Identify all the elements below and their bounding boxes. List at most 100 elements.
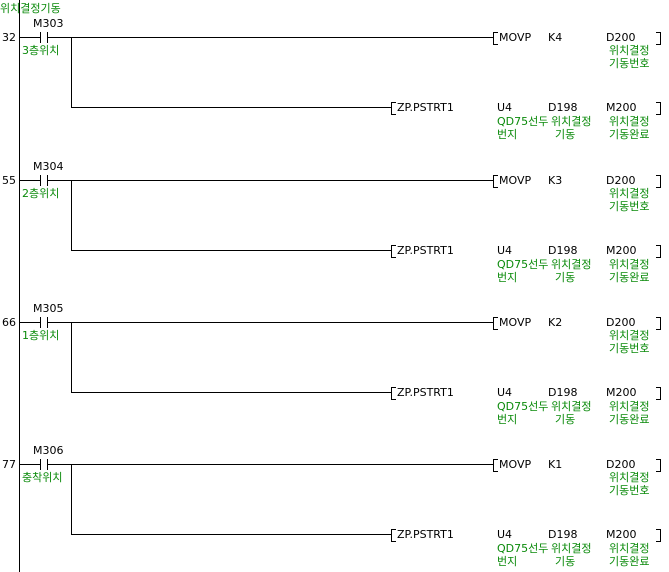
instruction-arg[interactable]: U4 xyxy=(497,386,513,399)
instruction-op[interactable]: ZP.PSTRT1 xyxy=(397,244,454,257)
instruction-arg[interactable]: M200 xyxy=(606,101,637,114)
step-number: 55 xyxy=(2,174,16,187)
no-contact-icon[interactable] xyxy=(40,317,48,328)
device-comment: 기동완료 xyxy=(609,128,650,141)
instruction-op[interactable]: MOVP xyxy=(499,316,532,329)
left-bracket-icon xyxy=(493,175,498,188)
wire xyxy=(71,392,391,393)
device-comment: 기동번호 xyxy=(609,57,650,70)
right-bracket-icon xyxy=(656,32,661,45)
device-comment: 위치결정 xyxy=(609,329,650,342)
instruction-arg[interactable]: U4 xyxy=(497,244,513,257)
branch-wire xyxy=(71,464,72,534)
instruction-src[interactable]: K1 xyxy=(548,458,563,471)
contact-comment: 2층위치 xyxy=(22,187,60,200)
right-bracket-icon xyxy=(656,245,661,258)
step-number: 77 xyxy=(2,458,16,471)
instruction-op[interactable]: MOVP xyxy=(499,31,532,44)
device-comment: 기동 xyxy=(555,555,576,568)
wire xyxy=(19,322,40,323)
instruction-arg[interactable]: D198 xyxy=(548,101,578,114)
contact-device[interactable]: M303 xyxy=(33,17,64,30)
right-bracket-icon xyxy=(656,529,661,542)
device-comment: 위치결정 xyxy=(551,400,592,413)
instruction-arg[interactable]: U4 xyxy=(497,528,513,541)
contact-comment: 1층위치 xyxy=(22,329,60,342)
device-comment: 번지 xyxy=(497,271,518,284)
left-bracket-icon xyxy=(493,317,498,330)
instruction-arg[interactable]: D198 xyxy=(548,244,578,257)
left-bracket-icon xyxy=(391,102,396,115)
device-comment: 위치결정 xyxy=(551,115,592,128)
right-bracket-icon xyxy=(656,387,661,400)
instruction-dst[interactable]: D200 xyxy=(606,31,636,44)
device-comment: 기동번호 xyxy=(609,200,650,213)
left-bracket-icon xyxy=(493,32,498,45)
device-comment: QD75선두 xyxy=(497,258,549,271)
contact-comment: 3층위치 xyxy=(22,44,60,57)
wire xyxy=(19,464,40,465)
device-comment: 기동완료 xyxy=(609,555,650,568)
instruction-op[interactable]: ZP.PSTRT1 xyxy=(397,528,454,541)
contact-device[interactable]: M306 xyxy=(33,444,64,457)
left-power-rail xyxy=(19,0,20,572)
device-comment: 위치결정 xyxy=(609,542,650,555)
device-comment: 기동완료 xyxy=(609,271,650,284)
instruction-arg[interactable]: U4 xyxy=(497,101,513,114)
device-comment: 위치결정 xyxy=(551,258,592,271)
contact-device[interactable]: M305 xyxy=(33,302,64,315)
left-bracket-icon xyxy=(391,529,396,542)
no-contact-icon[interactable] xyxy=(40,175,48,186)
device-comment: 위치결정 xyxy=(609,258,650,271)
wire xyxy=(48,464,493,465)
branch-wire xyxy=(71,322,72,392)
device-comment: 기동 xyxy=(555,413,576,426)
device-comment: 기동번호 xyxy=(609,342,650,355)
wire xyxy=(48,180,493,181)
instruction-op[interactable]: MOVP xyxy=(499,458,532,471)
device-comment: 기동 xyxy=(555,128,576,141)
no-contact-icon[interactable] xyxy=(40,32,48,43)
device-comment: 위치결정 xyxy=(609,115,650,128)
wire xyxy=(19,37,40,38)
right-bracket-icon xyxy=(656,459,661,472)
left-bracket-icon xyxy=(391,245,396,258)
device-comment: 번지 xyxy=(497,555,518,568)
program-comment: 위치결정기동 xyxy=(0,2,61,15)
instruction-src[interactable]: K3 xyxy=(548,174,563,187)
instruction-src[interactable]: K2 xyxy=(548,316,563,329)
instruction-arg[interactable]: D198 xyxy=(548,528,578,541)
device-comment: 위치결정 xyxy=(609,400,650,413)
right-bracket-icon xyxy=(656,175,661,188)
no-contact-icon[interactable] xyxy=(40,459,48,470)
instruction-src[interactable]: K4 xyxy=(548,31,563,44)
device-comment: 기동번호 xyxy=(609,484,650,497)
instruction-dst[interactable]: D200 xyxy=(606,458,636,471)
device-comment: 위치결정 xyxy=(609,44,650,57)
device-comment: 위치결정 xyxy=(609,471,650,484)
device-comment: QD75선두 xyxy=(497,400,549,413)
wire xyxy=(19,180,40,181)
device-comment: 기동 xyxy=(555,271,576,284)
instruction-arg[interactable]: M200 xyxy=(606,528,637,541)
device-comment: 위치결정 xyxy=(551,542,592,555)
instruction-arg[interactable]: D198 xyxy=(548,386,578,399)
instruction-arg[interactable]: M200 xyxy=(606,386,637,399)
device-comment: 번지 xyxy=(497,128,518,141)
step-number: 66 xyxy=(2,316,16,329)
instruction-op[interactable]: ZP.PSTRT1 xyxy=(397,386,454,399)
instruction-op[interactable]: MOVP xyxy=(499,174,532,187)
right-bracket-icon xyxy=(656,317,661,330)
device-comment: QD75선두 xyxy=(497,542,549,555)
instruction-op[interactable]: ZP.PSTRT1 xyxy=(397,101,454,114)
contact-device[interactable]: M304 xyxy=(33,160,64,173)
instruction-dst[interactable]: D200 xyxy=(606,174,636,187)
wire xyxy=(48,37,493,38)
contact-comment: 충착위치 xyxy=(22,471,63,484)
branch-wire xyxy=(71,37,72,107)
device-comment: 위치결정 xyxy=(609,187,650,200)
branch-wire xyxy=(71,180,72,250)
instruction-dst[interactable]: D200 xyxy=(606,316,636,329)
instruction-arg[interactable]: M200 xyxy=(606,244,637,257)
wire xyxy=(71,534,391,535)
